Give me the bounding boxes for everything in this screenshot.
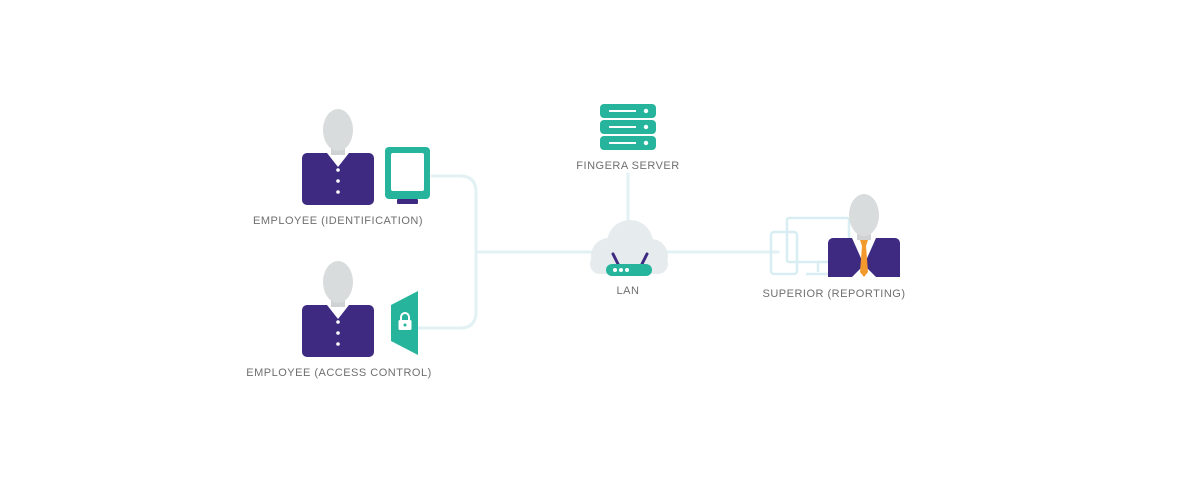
server-rack-icon xyxy=(600,104,656,150)
superior-person-icon xyxy=(828,194,900,277)
lan-node xyxy=(590,220,668,276)
superior-label: SUPERIOR (REPORTING) xyxy=(762,288,906,300)
superior-node xyxy=(769,194,900,277)
employee-person-icon xyxy=(302,109,374,205)
employee-identification-label: EMPLOYEE (IDENTIFICATION) xyxy=(253,215,423,227)
employee-access-control-node xyxy=(302,261,418,357)
tie-icon xyxy=(860,240,868,277)
connection-lines xyxy=(416,172,780,330)
door-lock-icon xyxy=(391,291,418,355)
server-node xyxy=(600,104,656,150)
lan-label: LAN xyxy=(616,285,640,297)
employee-access-control-label: EMPLOYEE (ACCESS CONTROL) xyxy=(246,367,432,379)
link-access-control xyxy=(416,250,478,330)
employee-identification-node xyxy=(302,109,430,205)
server-label: FINGERA SERVER xyxy=(576,160,680,172)
router-icon xyxy=(606,252,652,276)
padlock-shackle xyxy=(400,312,410,320)
link-identification xyxy=(430,174,478,254)
fingerprint-terminal-icon xyxy=(385,147,430,204)
employee-person-icon xyxy=(302,261,374,357)
